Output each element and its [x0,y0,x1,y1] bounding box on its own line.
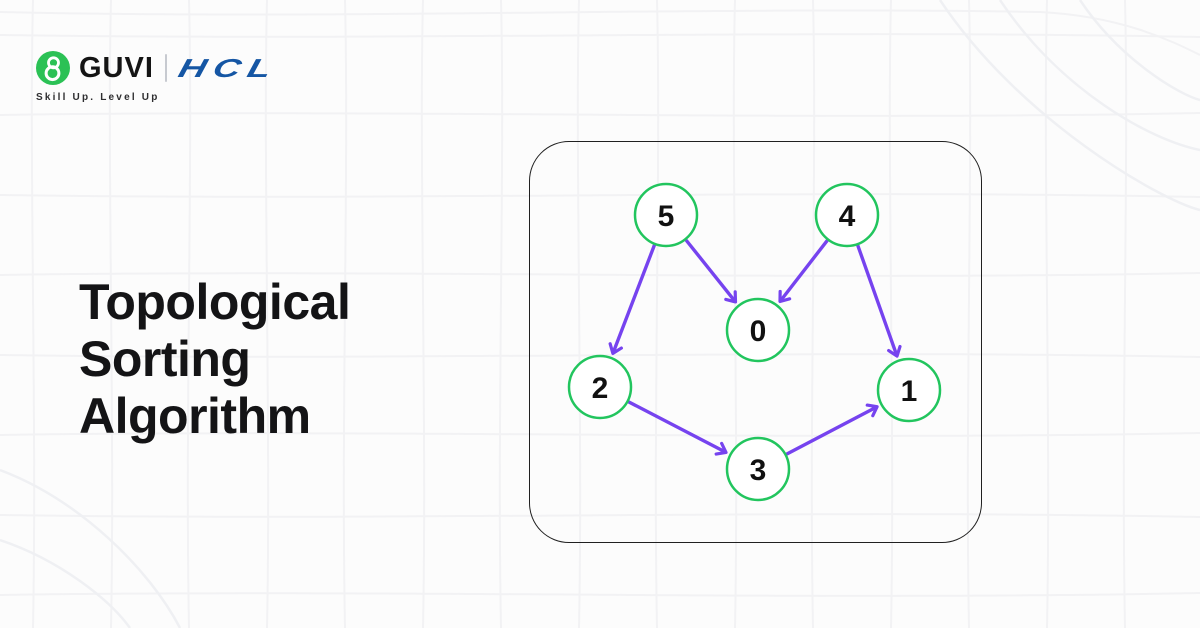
graph-edge-5-2 [608,244,657,355]
page-title: Topological Sorting Algorithm [79,274,351,445]
guvi-wordmark: GUVI [79,51,154,84]
graph-node-circle-3 [725,436,791,502]
graph-node-circle-2 [567,354,633,420]
graph-edge-4-0 [778,239,829,304]
graph-node-label-0: 0 [750,315,767,348]
graph-node-label-1: 1 [901,375,918,408]
brand-header: GUVI HCL Skill Up. Level Up [36,51,282,103]
graph-node-circle-4 [814,182,880,248]
guvi-g-icon [36,51,70,85]
graph-node-label-2: 2 [592,372,609,405]
graph-card: 5 4 0 2 1 3 [529,141,982,543]
graph-edge-3-1 [785,403,879,456]
graph-node-label-3: 3 [750,454,767,487]
brand-tagline: Skill Up. Level Up [36,92,160,103]
title-line-3: Algorithm [79,388,311,444]
title-line-1: Topological [79,274,351,330]
brand-logo-row: GUVI HCL [36,51,282,85]
graph-node-circle-0 [725,297,791,363]
graph-edge-5-0 [684,238,738,304]
title-line-2: Sorting [79,331,251,387]
logo-divider [164,54,167,82]
graph-edge-4-1 [856,244,902,358]
topological-graph: 5 4 0 2 1 3 [567,182,942,502]
graph-node-circle-1 [876,357,942,423]
hcl-wordmark: HCL [175,52,283,83]
graph-node-label-4: 4 [839,200,856,233]
graph-edge-2-3 [627,400,728,456]
graph-node-label-5: 5 [658,200,675,233]
graph-node-circle-5 [633,182,699,248]
